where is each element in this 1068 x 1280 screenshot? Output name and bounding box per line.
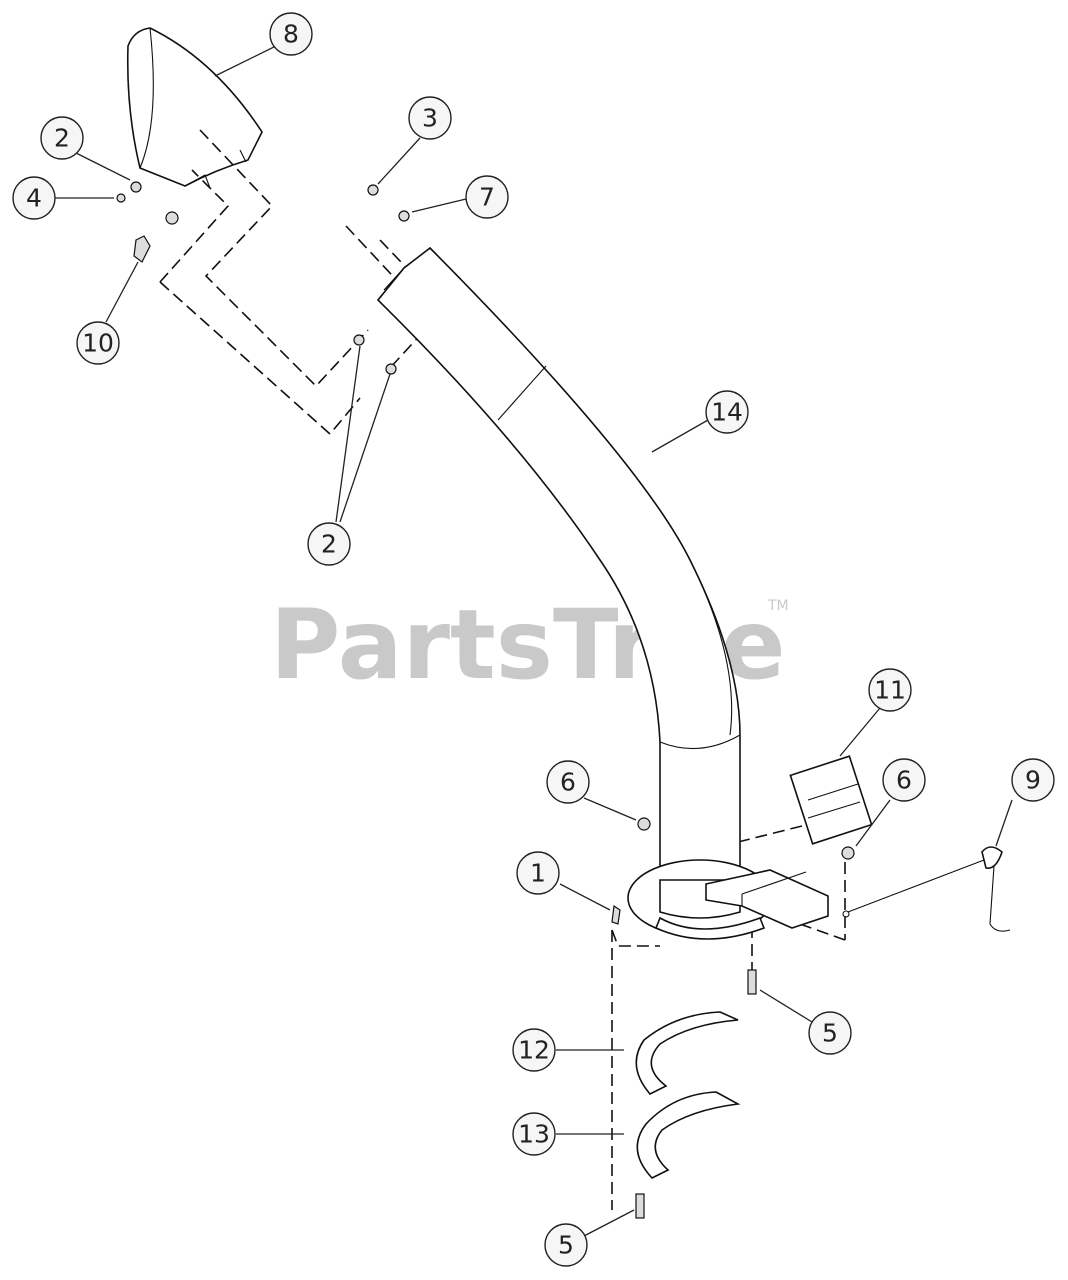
callout-6-right: 6 [882, 758, 926, 802]
callout-7: 7 [465, 175, 509, 219]
ring-12-part [635, 1011, 739, 1095]
callout-11: 11 [868, 668, 912, 712]
callout-1: 1 [516, 851, 560, 895]
callout-10: 10 [76, 321, 120, 365]
hitch-pin-part [847, 846, 1011, 932]
rivet-1 [611, 904, 621, 925]
screw-7 [398, 210, 410, 222]
washer-4 [116, 193, 126, 203]
svg-text:6: 6 [896, 766, 912, 795]
svg-text:10: 10 [82, 329, 114, 358]
svg-text:2: 2 [321, 530, 337, 559]
nut-2a [130, 181, 142, 193]
nut-6a [637, 817, 651, 831]
svg-text:13: 13 [518, 1120, 550, 1149]
callout-2-lower: 2 [307, 522, 351, 566]
svg-text:5: 5 [822, 1019, 838, 1048]
callout-6-left: 6 [546, 760, 590, 804]
callout-5-upper: 5 [808, 1011, 852, 1055]
svg-text:9: 9 [1025, 766, 1041, 795]
callout-2: 2 [40, 116, 84, 160]
svg-text:5: 5 [558, 1231, 574, 1260]
callout-leaders [54, 43, 1013, 1237]
svg-text:1: 1 [530, 859, 546, 888]
chute-base-part [627, 859, 829, 940]
svg-text:12: 12 [518, 1036, 550, 1065]
callout-5-lower: 5 [544, 1223, 588, 1267]
bolt-5a [747, 969, 757, 995]
nut-2d [385, 363, 397, 375]
svg-text:4: 4 [26, 184, 42, 213]
nut-2c [353, 334, 365, 346]
callout-14: 14 [705, 390, 749, 434]
callout-13: 13 [512, 1112, 556, 1156]
svg-text:2: 2 [54, 124, 70, 153]
svg-text:14: 14 [711, 398, 743, 427]
deflector-cap-part [126, 27, 263, 189]
ring-13-part [636, 1091, 741, 1179]
decal-part [789, 755, 873, 845]
callout-9: 9 [1011, 758, 1055, 802]
nut-2b [165, 211, 179, 225]
screw-3 [367, 184, 379, 196]
svg-text:6: 6 [560, 768, 576, 797]
chute-tube-part [376, 246, 741, 881]
callout-4: 4 [12, 176, 56, 220]
nut-6b [841, 846, 855, 860]
svg-text:7: 7 [479, 183, 495, 212]
bolt-5b [635, 1193, 645, 1219]
svg-text:3: 3 [422, 104, 438, 133]
callout-8: 8 [269, 12, 313, 56]
hardware [116, 181, 855, 1219]
watermark-trademark: TM [767, 598, 789, 614]
knob-10 [133, 235, 151, 263]
callout-12: 12 [512, 1028, 556, 1072]
svg-text:8: 8 [283, 20, 299, 49]
svg-text:11: 11 [874, 676, 906, 705]
callout-3: 3 [408, 96, 452, 140]
